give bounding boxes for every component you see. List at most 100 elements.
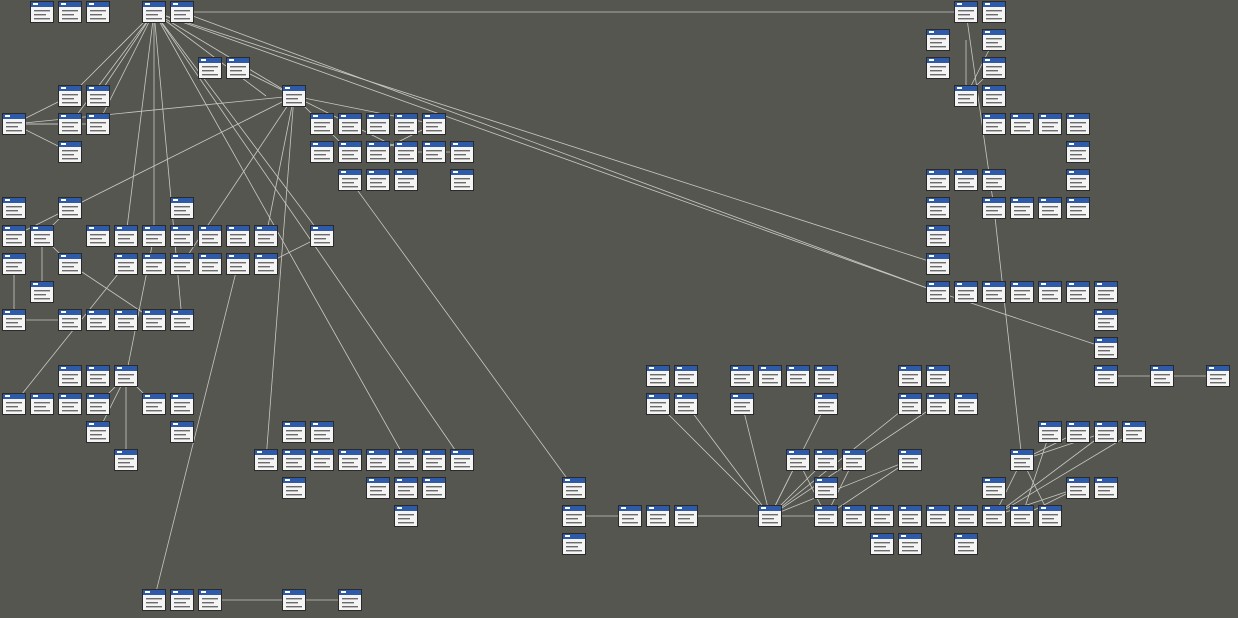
table-node[interactable] bbox=[2, 393, 26, 415]
table-node[interactable] bbox=[338, 141, 362, 163]
table-node[interactable] bbox=[86, 365, 110, 387]
table-node[interactable] bbox=[282, 85, 306, 107]
table-node[interactable] bbox=[954, 1, 978, 23]
table-node[interactable] bbox=[1094, 365, 1118, 387]
table-node[interactable] bbox=[226, 225, 250, 247]
table-node[interactable] bbox=[86, 113, 110, 135]
table-node[interactable] bbox=[814, 477, 838, 499]
table-node[interactable] bbox=[58, 253, 82, 275]
table-node[interactable] bbox=[758, 365, 782, 387]
table-node[interactable] bbox=[982, 113, 1006, 135]
table-node[interactable] bbox=[254, 253, 278, 275]
table-node[interactable] bbox=[2, 113, 26, 135]
table-node[interactable] bbox=[338, 589, 362, 611]
table-node[interactable] bbox=[1066, 169, 1090, 191]
table-node[interactable] bbox=[898, 533, 922, 555]
table-node[interactable] bbox=[646, 393, 670, 415]
table-node[interactable] bbox=[170, 197, 194, 219]
table-node[interactable] bbox=[114, 309, 138, 331]
table-node[interactable] bbox=[674, 365, 698, 387]
table-node[interactable] bbox=[870, 533, 894, 555]
table-node[interactable] bbox=[898, 365, 922, 387]
table-node[interactable] bbox=[1094, 337, 1118, 359]
table-node[interactable] bbox=[954, 505, 978, 527]
table-node[interactable] bbox=[562, 505, 586, 527]
table-node[interactable] bbox=[366, 113, 390, 135]
table-node[interactable] bbox=[2, 197, 26, 219]
table-node[interactable] bbox=[394, 113, 418, 135]
table-node[interactable] bbox=[1066, 113, 1090, 135]
table-node[interactable] bbox=[1010, 449, 1034, 471]
table-node[interactable] bbox=[898, 393, 922, 415]
table-node[interactable] bbox=[142, 589, 166, 611]
table-node[interactable] bbox=[1038, 113, 1062, 135]
table-node[interactable] bbox=[982, 57, 1006, 79]
table-node[interactable] bbox=[394, 505, 418, 527]
table-node[interactable] bbox=[926, 29, 950, 51]
table-node[interactable] bbox=[674, 505, 698, 527]
table-node[interactable] bbox=[982, 505, 1006, 527]
table-node[interactable] bbox=[422, 449, 446, 471]
table-node[interactable] bbox=[926, 505, 950, 527]
table-node[interactable] bbox=[1038, 505, 1062, 527]
table-node[interactable] bbox=[282, 449, 306, 471]
table-node[interactable] bbox=[982, 197, 1006, 219]
table-node[interactable] bbox=[926, 197, 950, 219]
table-node[interactable] bbox=[954, 393, 978, 415]
table-node[interactable] bbox=[170, 253, 194, 275]
table-node[interactable] bbox=[1094, 477, 1118, 499]
table-node[interactable] bbox=[142, 309, 166, 331]
table-node[interactable] bbox=[982, 1, 1006, 23]
table-node[interactable] bbox=[814, 505, 838, 527]
table-node[interactable] bbox=[142, 393, 166, 415]
table-node[interactable] bbox=[842, 505, 866, 527]
table-node[interactable] bbox=[1150, 365, 1174, 387]
table-node[interactable] bbox=[170, 225, 194, 247]
table-node[interactable] bbox=[58, 85, 82, 107]
table-node[interactable] bbox=[842, 449, 866, 471]
table-node[interactable] bbox=[338, 113, 362, 135]
table-node[interactable] bbox=[310, 141, 334, 163]
table-node[interactable] bbox=[982, 29, 1006, 51]
table-node[interactable] bbox=[786, 365, 810, 387]
table-node[interactable] bbox=[1066, 141, 1090, 163]
table-node[interactable] bbox=[30, 1, 54, 23]
table-node[interactable] bbox=[1066, 477, 1090, 499]
table-node[interactable] bbox=[870, 505, 894, 527]
table-node[interactable] bbox=[982, 477, 1006, 499]
table-node[interactable] bbox=[562, 533, 586, 555]
table-node[interactable] bbox=[198, 225, 222, 247]
table-node[interactable] bbox=[282, 589, 306, 611]
table-node[interactable] bbox=[1010, 113, 1034, 135]
table-node[interactable] bbox=[898, 449, 922, 471]
table-node[interactable] bbox=[786, 449, 810, 471]
table-node[interactable] bbox=[86, 421, 110, 443]
table-node[interactable] bbox=[254, 449, 278, 471]
table-node[interactable] bbox=[58, 365, 82, 387]
table-node[interactable] bbox=[1010, 281, 1034, 303]
table-node[interactable] bbox=[422, 113, 446, 135]
table-node[interactable] bbox=[170, 393, 194, 415]
table-node[interactable] bbox=[982, 85, 1006, 107]
table-node[interactable] bbox=[58, 141, 82, 163]
table-node[interactable] bbox=[30, 281, 54, 303]
table-node[interactable] bbox=[142, 1, 166, 23]
table-node[interactable] bbox=[1010, 197, 1034, 219]
table-node[interactable] bbox=[1066, 197, 1090, 219]
table-node[interactable] bbox=[1010, 505, 1034, 527]
table-node[interactable] bbox=[954, 281, 978, 303]
table-node[interactable] bbox=[114, 365, 138, 387]
table-node[interactable] bbox=[394, 169, 418, 191]
table-node[interactable] bbox=[814, 393, 838, 415]
table-node[interactable] bbox=[1038, 281, 1062, 303]
table-node[interactable] bbox=[338, 169, 362, 191]
table-node[interactable] bbox=[1038, 421, 1062, 443]
table-node[interactable] bbox=[58, 309, 82, 331]
table-node[interactable] bbox=[310, 421, 334, 443]
table-node[interactable] bbox=[366, 477, 390, 499]
table-node[interactable] bbox=[982, 281, 1006, 303]
table-node[interactable] bbox=[282, 477, 306, 499]
table-node[interactable] bbox=[562, 477, 586, 499]
table-node[interactable] bbox=[450, 449, 474, 471]
table-node[interactable] bbox=[366, 141, 390, 163]
